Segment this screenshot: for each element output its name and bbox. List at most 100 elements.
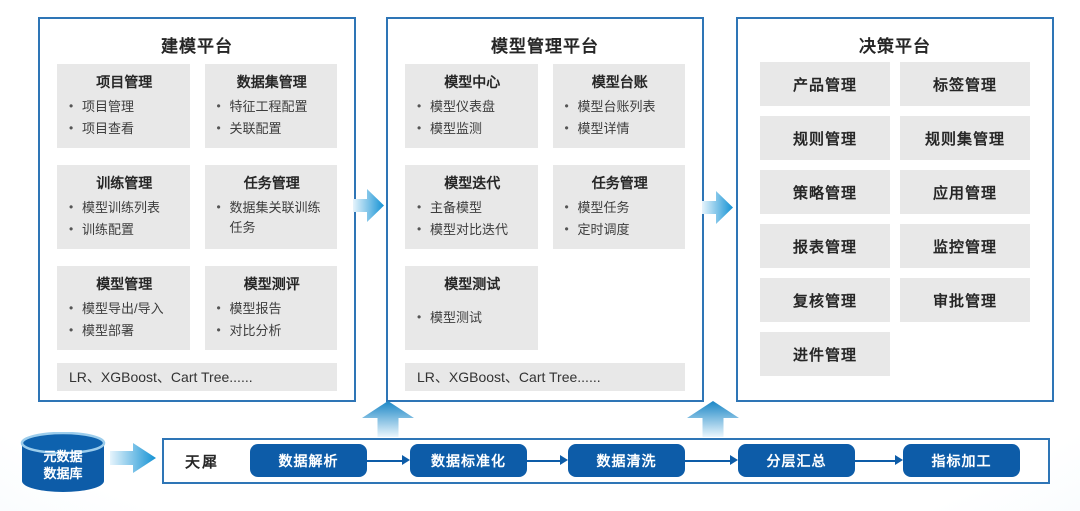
right-arrow-icon	[353, 189, 384, 222]
panel-modeling-platform: 建模平台 项目管理 •项目管理 •项目查看 数据集管理 •特征工程配置 •关联配…	[38, 17, 356, 402]
bullet-icon: •	[69, 200, 74, 214]
algorithms-footer: LR、XGBoost、Cart Tree......	[57, 363, 337, 391]
group-box-model-center: 模型中心 •模型仪表盘 •模型监测	[405, 64, 538, 148]
group-box-task-mgmt: 任务管理 •模型任务 •定时调度	[552, 165, 685, 249]
panel-title: 模型管理平台	[491, 37, 599, 56]
group-grid: 模型中心 •模型仪表盘 •模型监测 模型台账 •模型台账列表 •模型详情 模型迭…	[405, 64, 685, 350]
bullet-icon: •	[417, 222, 422, 237]
decision-box-intake-mgmt: 进件管理	[760, 332, 890, 376]
bullet-icon: •	[417, 121, 422, 136]
pipeline-label: 天犀	[185, 453, 220, 471]
bullet-icon: •	[69, 301, 74, 315]
bullet-icon: •	[69, 121, 74, 136]
bullet-icon: •	[417, 99, 422, 113]
list-item: •模型监测	[417, 119, 532, 139]
list-item: •模型仪表盘	[417, 97, 532, 117]
bullet-icon: •	[216, 200, 221, 214]
list-item: •定时调度	[565, 220, 680, 240]
bullet-icon: •	[564, 222, 569, 237]
right-arrow-icon	[110, 443, 156, 473]
group-title: 模型台账	[591, 74, 648, 90]
pipeline-step-data-standardization: 数据标准化	[410, 444, 527, 477]
list-item: •项目管理	[69, 97, 184, 117]
group-title: 任务管理	[243, 175, 300, 191]
group-box-model-iteration: 模型迭代 •主备模型 •模型对比迭代	[405, 165, 538, 249]
group-title: 模型测评	[243, 276, 300, 292]
pipeline-step-layered-aggregation: 分层汇总	[738, 444, 855, 477]
list-item: •模型训练列表	[69, 198, 184, 218]
metadata-database: 元数据 数据库	[20, 431, 106, 494]
list-item: •对比分析	[217, 321, 332, 341]
panel-decision-platform: 决策平台 产品管理 标签管理 规则管理 规则集管理 策略管理 应用管理 报表管理…	[736, 17, 1054, 402]
list-item: •模型导出/导入	[69, 299, 184, 319]
list-item: •模型对比迭代	[417, 220, 532, 240]
pipeline-step-data-cleaning: 数据清洗	[568, 444, 685, 477]
bullet-icon: •	[69, 323, 74, 338]
bullet-icon: •	[216, 121, 221, 136]
empty-cell	[553, 266, 686, 350]
decision-box-review-mgmt: 复核管理	[760, 278, 890, 322]
list-item: •模型台账列表	[565, 97, 680, 117]
decision-box-approval-mgmt: 审批管理	[900, 278, 1030, 322]
list-item: •模型部署	[69, 321, 184, 341]
decision-box-rule-mgmt: 规则管理	[760, 116, 890, 160]
bullet-icon: •	[417, 200, 422, 214]
panel-title: 决策平台	[859, 37, 931, 56]
list-item: •特征工程配置	[217, 97, 332, 117]
group-title: 任务管理	[591, 175, 648, 191]
group-title: 数据集管理	[236, 74, 307, 90]
list-item: •模型任务	[565, 198, 680, 218]
panel-title: 建模平台	[161, 37, 233, 56]
up-arrow-icon	[687, 401, 739, 437]
decision-box-monitoring-mgmt: 监控管理	[900, 224, 1030, 268]
decision-box-product-mgmt: 产品管理	[760, 62, 890, 106]
group-title: 模型中心	[444, 74, 501, 90]
group-title: 模型迭代	[444, 175, 501, 191]
empty-cell	[900, 332, 1030, 376]
list-item: •项目查看	[69, 119, 184, 139]
decision-box-label-mgmt: 标签管理	[900, 62, 1030, 106]
connector-arrow-icon	[685, 455, 738, 466]
database-label: 元数据 数据库	[43, 449, 83, 481]
group-box-dataset-mgmt: 数据集管理 •特征工程配置 •关联配置	[204, 64, 337, 148]
list-item: •模型测试	[417, 308, 532, 328]
bullet-icon: •	[216, 301, 221, 315]
bullet-icon: •	[216, 323, 221, 338]
connector-arrow-icon	[367, 455, 410, 466]
bullet-icon: •	[69, 99, 74, 113]
decision-box-ruleset-mgmt: 规则集管理	[900, 116, 1030, 160]
group-box-model-ledger: 模型台账 •模型台账列表 •模型详情	[552, 64, 685, 148]
group-title: 模型管理	[96, 276, 153, 292]
bullet-icon: •	[69, 222, 74, 237]
decision-box-strategy-mgmt: 策略管理	[760, 170, 890, 214]
group-title: 项目管理	[96, 74, 153, 90]
right-arrow-icon	[702, 191, 733, 224]
list-item: •数据集关联训练任务	[217, 198, 332, 238]
decision-box-application-mgmt: 应用管理	[900, 170, 1030, 214]
pipeline-step-data-parsing: 数据解析	[250, 444, 367, 477]
group-title: 训练管理	[96, 175, 153, 191]
bullet-icon: •	[564, 200, 569, 214]
algorithms-footer: LR、XGBoost、Cart Tree......	[405, 363, 685, 391]
list-item: •模型详情	[565, 119, 680, 139]
data-pipeline-container: 天犀 数据解析 数据标准化 数据清洗 分层汇总 指标加工	[162, 438, 1050, 484]
connector-arrow-icon	[527, 455, 568, 466]
group-grid: 项目管理 •项目管理 •项目查看 数据集管理 •特征工程配置 •关联配置 训练管…	[57, 64, 337, 350]
group-box-model-mgmt: 模型管理 •模型导出/导入 •模型部署	[57, 266, 190, 350]
list-item: •训练配置	[69, 220, 184, 240]
pipeline-step-metric-processing: 指标加工	[903, 444, 1020, 477]
group-box-model-test: 模型测试 •模型测试	[405, 266, 538, 350]
list-item: •主备模型	[417, 198, 532, 218]
bullet-icon: •	[564, 99, 569, 113]
decision-grid: 产品管理 标签管理 规则管理 规则集管理 策略管理 应用管理 报表管理 监控管理…	[760, 62, 1030, 376]
group-box-task-mgmt: 任务管理 •数据集关联训练任务	[204, 165, 337, 249]
connector-arrow-icon	[855, 455, 903, 466]
group-title: 模型测试	[444, 276, 501, 292]
group-box-project-mgmt: 项目管理 •项目管理 •项目查看	[57, 64, 190, 148]
list-item: •模型报告	[217, 299, 332, 319]
bullet-icon: •	[417, 310, 422, 324]
group-box-training-mgmt: 训练管理 •模型训练列表 •训练配置	[57, 165, 190, 249]
up-arrow-icon	[362, 401, 414, 437]
group-box-model-eval: 模型测评 •模型报告 •对比分析	[204, 266, 337, 350]
